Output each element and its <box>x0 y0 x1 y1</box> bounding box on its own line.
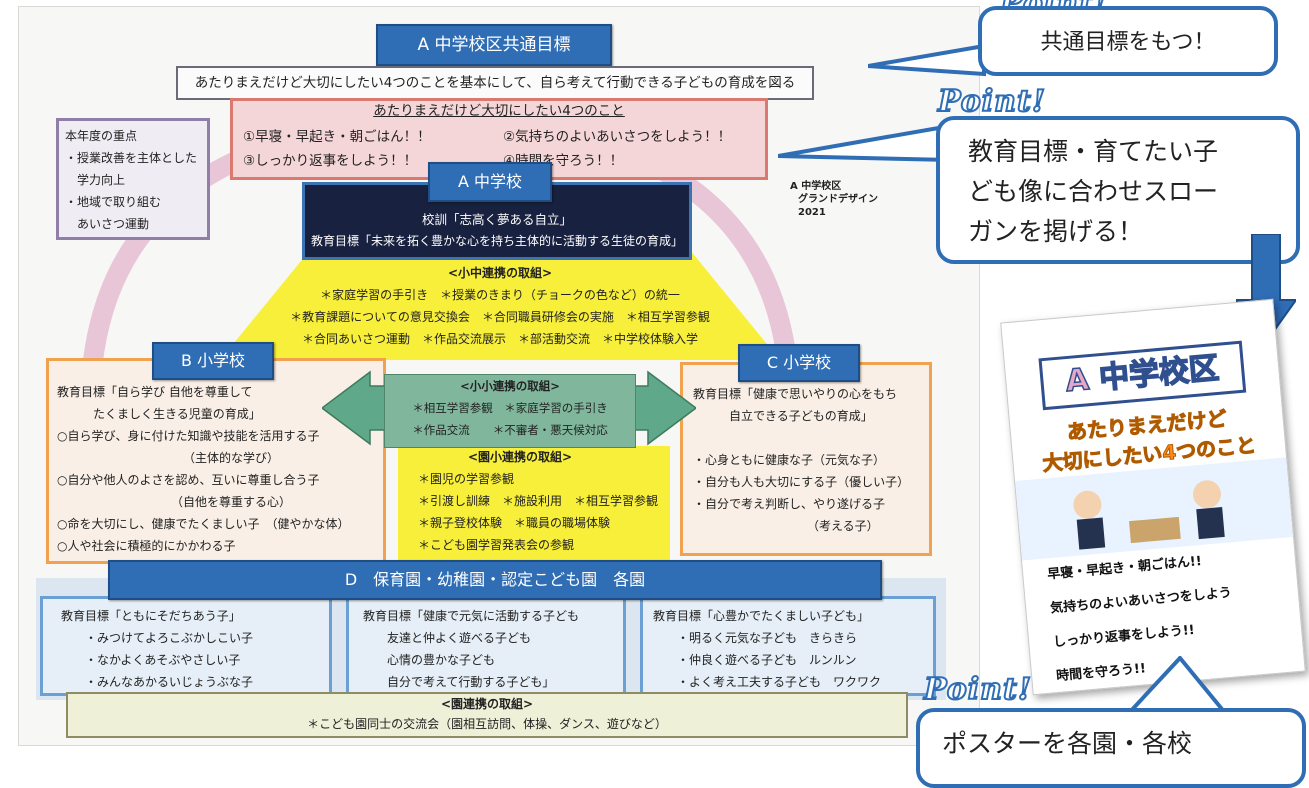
nursery-elem-line: ＊こども園学習発表会の参観 <box>418 538 575 552</box>
point-label: Point! <box>937 83 1046 120</box>
four-things-item: ②気持ちのよいあいさつをしよう！！ <box>503 129 732 145</box>
d-col1-line: 教育目標「ともにそだちあう子」 <box>61 609 241 623</box>
common-goal-box: あたりまえだけど大切にしたい4つのことを基本にして、自ら考えて行動できる子どもの… <box>176 66 814 100</box>
elem-elem-line: ＊作品交流 ＊不審者・悪天候対応 <box>412 423 608 437</box>
d-col1-box: 教育目標「ともにそだちあう子」 ・みつけてよろこぶかしこい子 ・なかよくあそぶや… <box>40 596 332 696</box>
d-col1-line: ・みんなあかるいじょうぶな子 <box>61 675 254 689</box>
c-school-box: 教育目標「健康で思いやりの心をもち 自立できる子どもの育成」 ・心身ともに健康な… <box>680 362 932 556</box>
c-school-line: ・心身ともに健康な子（元気な子） <box>693 453 886 467</box>
c-school-line <box>693 427 921 449</box>
b-school-line: たくましく生きる児童の育成」 <box>57 407 261 421</box>
four-things-item: ③しっかり返事をしよう！！ <box>243 153 418 169</box>
d-col3-line: ・よく考え工夫する子ども ワクワク <box>653 675 882 689</box>
grand-design-label: A 中学校区 グランドデザイン 2021 <box>790 180 908 219</box>
elem-elem-line: ＊相互学習参観 ＊家庭学習の手引き <box>412 401 608 415</box>
b-school-line: ○命を大切にし、健康でたくましい子 （健やかな体） <box>57 517 350 531</box>
callout-slogan-line: ガンを掲げる！ <box>968 217 1144 246</box>
elem-junior-line: ＊合同あいさつ運動 ＊作品交流展示 ＊部活動交流 ＊中学校体験入学 <box>301 332 698 346</box>
d-col2-line: 自分で考えて行動する子ども」 <box>363 675 555 689</box>
b-school-tag: B 小学校 <box>152 342 274 380</box>
callout-common-goal: 共通目標をもつ！ <box>978 6 1278 76</box>
nursery-nursery-line: ＊こども園同士の交流会（園相互訪問、体操、ダンス、遊びなど） <box>307 717 667 731</box>
c-school-line: ・自分で考え判断し、やり遂げる子 <box>693 497 886 511</box>
b-school-line: 教育目標「自ら学び 自他を尊重して <box>57 385 253 399</box>
d-col3-line: ・明るく元気な子ども きらきら <box>653 631 858 645</box>
four-things-heading: あたりまえだけど大切にしたい4つのこと <box>373 103 625 119</box>
d-col3-line: 教育目標「心豊かでたくましい子ども」 <box>653 609 870 623</box>
nursery-nursery-heading: <園連携の取組> <box>440 697 534 711</box>
nursery-elem-line: ＊園児の学習参観 <box>418 472 515 486</box>
d-col1-line: ・みつけてよろこぶかしこい子 <box>61 631 254 645</box>
callout-slogan: 教育目標・育てたい子 ども像に合わせスロー ガンを掲げる！ <box>936 116 1300 264</box>
elem-junior-line: ＊家庭学習の手引き ＊授業のきまり（チョークの色など）の統一 <box>320 288 680 302</box>
b-school-line: （自他を尊重する心） <box>57 495 292 509</box>
callout-slogan-line: ども像に合わせスロー <box>968 177 1219 206</box>
b-school-line: ○自分や他人のよさを認め、互いに尊重し合う子 <box>57 473 320 487</box>
d-band: D 保育園・幼稚園・認定こども園 各園 <box>108 560 882 600</box>
grand-design-line: グランドデザイン 2021 <box>798 194 878 218</box>
a-school-motto: 校訓「志高く夢ある自立」 <box>421 212 572 227</box>
d-col3-line: ・仲良く遊べる子ども ルンルン <box>653 653 857 667</box>
callout-tail <box>868 44 986 77</box>
priority-line: ・地域で取り組む <box>65 195 162 209</box>
b-school-line: ○自ら学び、身に付けた知識や技能を活用する子 <box>57 429 320 443</box>
poster-title: A 中学校区 <box>1038 340 1247 411</box>
point-label: Point! <box>923 671 1032 708</box>
priority-line: あいさつ運動 <box>65 217 150 231</box>
nursery-elem-heading: <園小連携の取組> <box>468 450 573 464</box>
nursery-elem-line: ＊引渡し訓練 ＊施設利用 ＊相互学習参観 <box>418 494 659 508</box>
a-school-tag: A 中学校 <box>428 162 552 202</box>
c-school-line: 教育目標「健康で思いやりの心をもち <box>693 387 898 401</box>
poster: A 中学校区 あたりまえだけど 大切にしたい4つのこと 早寝・早起き・朝ごはん!… <box>1000 298 1306 696</box>
nursery-elem-line: ＊親子登校体験 ＊職員の職場体験 <box>418 516 611 530</box>
c-school-line: （考える子） <box>693 519 879 533</box>
c-school-line: 自立できる子どもの育成」 <box>693 409 873 423</box>
elem-junior-heading: <小中連携の取組> <box>447 266 553 280</box>
nursery-nursery-box: <園連携の取組> ＊こども園同士の交流会（園相互訪問、体操、ダンス、遊びなど） <box>66 692 908 738</box>
d-col2-box: 教育目標「健康で元気に活動する子ども 友達と仲よく遊べる子ども 心情の豊かな子ど… <box>346 596 626 696</box>
elem-junior-band <box>220 250 780 360</box>
b-school-line: ○人や社会に積極的にかかわる子 <box>57 539 236 553</box>
priority-line: 本年度の重点 <box>65 129 138 143</box>
d-col2-line: 教育目標「健康で元気に活動する子ども <box>363 609 580 623</box>
c-school-tag: C 小学校 <box>738 344 860 382</box>
c-school-line: ・自分も人も大切にする子（優しい子） <box>693 475 910 489</box>
callout-slogan-line: 教育目標・育てたい子 <box>968 137 1219 166</box>
elem-elem-text: <小小連携の取組> ＊相互学習参観 ＊家庭学習の手引き ＊作品交流 ＊不審者・悪… <box>384 374 636 448</box>
a-school-goal: 教育目標「未来を拓く豊かな心を持ち主体的に活動する生徒の育成」 <box>310 234 683 248</box>
d-col2-line: 心情の豊かな子ども <box>363 653 496 667</box>
priority-box: 本年度の重点 ・授業改善を主体とした 学力向上 ・地域で取り組む あいさつ運動 <box>56 118 210 240</box>
students-illustration <box>1015 457 1294 561</box>
elem-junior-line: ＊教育課題についての意見交換会 ＊合同職員研修会の実施 ＊相互学習参観 <box>290 310 710 324</box>
elem-junior-text: <小中連携の取組> ＊家庭学習の手引き ＊授業のきまり（チョークの色など）の統一… <box>250 262 750 350</box>
priority-line: 学力向上 <box>65 173 126 187</box>
nursery-elem-box: <園小連携の取組> ＊園児の学習参観 ＊引渡し訓練 ＊施設利用 ＊相互学習参観 … <box>398 446 670 564</box>
callout-poster: ポスターを各園・各校 <box>916 708 1306 788</box>
four-things-item: ①早寝・早起き・朝ごはん！！ <box>243 129 431 145</box>
callout-tail <box>1123 656 1230 716</box>
callout-tail <box>778 124 952 163</box>
grand-design-line: A 中学校区 <box>790 181 842 192</box>
d-col3-box: 教育目標「心豊かでたくましい子ども」 ・明るく元気な子ども きらきら ・仲良く遊… <box>640 596 936 696</box>
priority-line: ・授業改善を主体とした <box>65 151 198 165</box>
d-col2-line: 友達と仲よく遊べる子ども <box>363 631 532 645</box>
d-col1-line: ・なかよくあそぶやさしい子 <box>61 653 241 667</box>
elem-elem-heading: <小小連携の取組> <box>460 379 560 393</box>
b-school-line: （主体的な学び） <box>57 451 280 465</box>
district-title-tag: A 中学校区共通目標 <box>376 24 612 66</box>
